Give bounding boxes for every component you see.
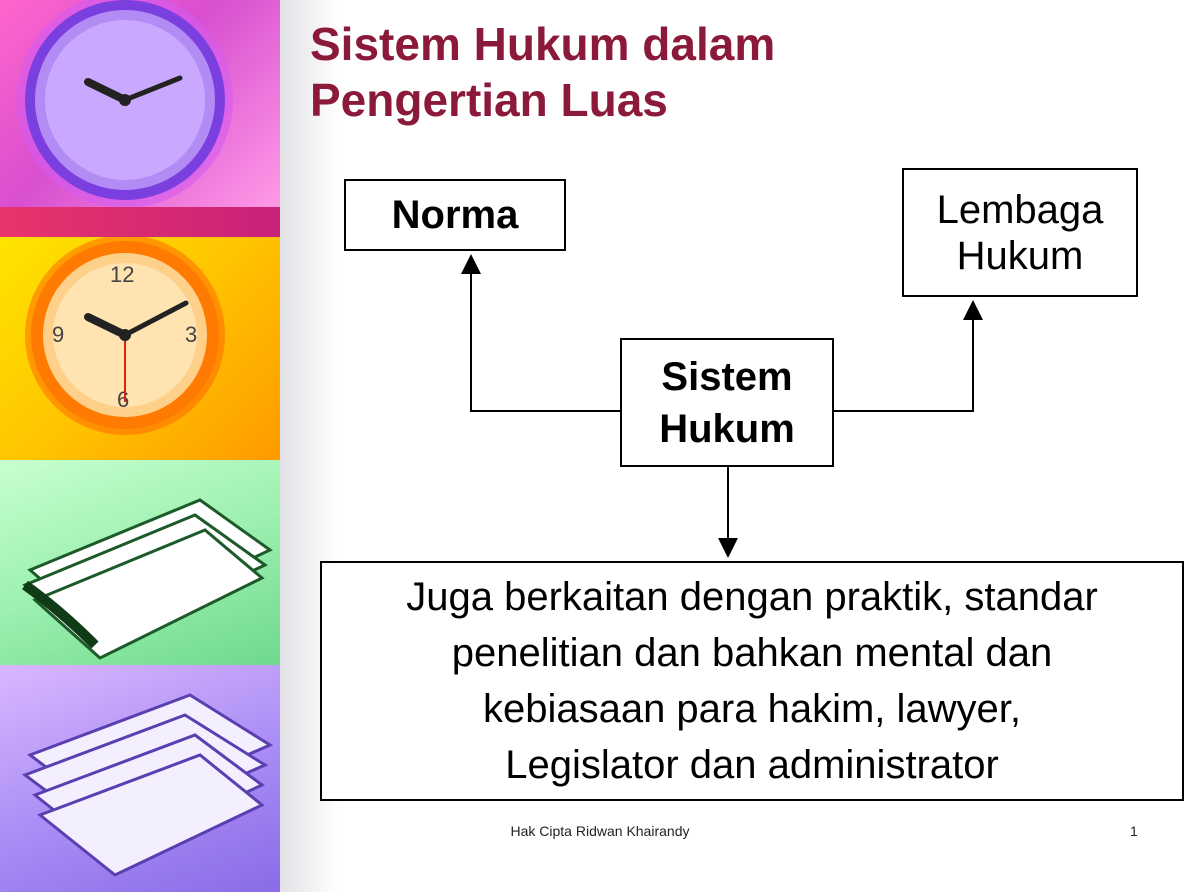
sistem-hukum-box: Sistem Hukum xyxy=(620,338,834,467)
footer-copyright: Hak Cipta Ridwan Khairandy xyxy=(510,823,690,839)
violet-papers-image xyxy=(0,665,280,892)
pink-band xyxy=(0,207,280,237)
title-line-2: Pengertian Luas xyxy=(310,74,668,126)
sistem-line-2: Hukum xyxy=(659,406,795,451)
description-line-3: kebiasaan para hakim, lawyer, xyxy=(482,687,1022,731)
svg-text:6: 6 xyxy=(117,387,129,412)
page-number: 1 xyxy=(1130,823,1138,839)
lembaga-hukum-box: Lembaga Hukum xyxy=(902,168,1138,297)
arrow-to-lembaga xyxy=(834,300,983,412)
purple-clock-image xyxy=(0,0,280,207)
description-line-4: Legislator dan administrator xyxy=(505,743,999,787)
description-line-2: penelitian dan bahkan mental dan xyxy=(451,631,1053,675)
lembaga-line-2: Hukum xyxy=(956,233,1084,278)
title-line-1: Sistem Hukum dalam xyxy=(310,18,776,70)
svg-text:12: 12 xyxy=(110,262,134,287)
svg-text:3: 3 xyxy=(185,322,197,347)
arrow-to-norma xyxy=(461,254,620,412)
orange-clock-image: 12 3 6 9 xyxy=(0,237,280,460)
decorative-image-strip: 12 3 6 9 xyxy=(0,0,280,892)
description-line-1: Juga berkaitan dengan praktik, standar xyxy=(406,575,1098,619)
description-box: Juga berkaitan dengan praktik, standar p… xyxy=(320,561,1184,801)
sistem-line-1: Sistem xyxy=(661,354,793,399)
svg-text:9: 9 xyxy=(52,322,64,347)
green-papers-image xyxy=(0,460,280,665)
slide-title: Sistem Hukum dalam Pengertian Luas xyxy=(310,16,1070,128)
norma-box: Norma xyxy=(344,179,566,251)
norma-label: Norma xyxy=(391,192,519,237)
lembaga-line-1: Lembaga xyxy=(936,187,1104,232)
